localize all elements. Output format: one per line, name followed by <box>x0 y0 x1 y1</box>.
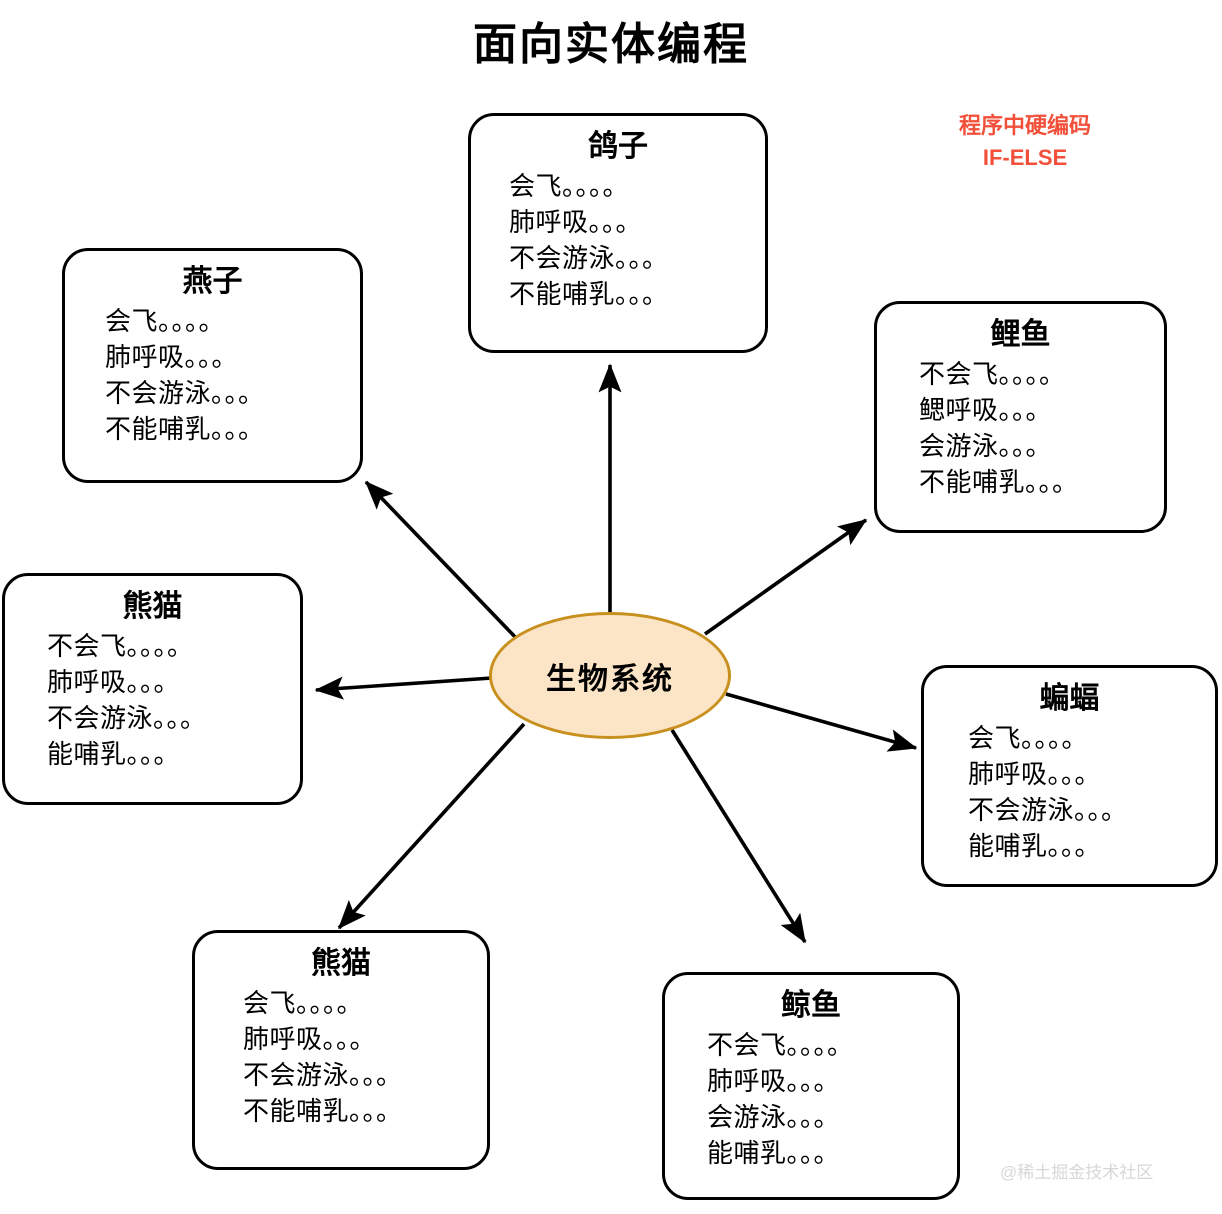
hardcode-note-line-2: IF-ELSE <box>982 144 1068 170</box>
entity-attr-line: 肺呼吸。。。 <box>47 666 181 697</box>
entity-attr-line: 不能哺乳。。。 <box>509 278 669 309</box>
arrow-to-xiongmao-bottom <box>337 722 526 930</box>
entity-attr-line: 不会游泳。。。 <box>509 242 669 273</box>
entity-attr-line: 不会飞。。。。 <box>707 1030 854 1060</box>
arrow-to-yanzi <box>364 480 521 643</box>
entity-attr-line: 不能哺乳。。。 <box>243 1095 403 1126</box>
entity-attr-line: 不能哺乳。。。 <box>919 466 1079 497</box>
entity-box-liyu[interactable]: 鲤鱼 不会飞。。。。 鳃呼吸。。。 会游泳。。。 不能哺乳。。。 <box>874 301 1167 533</box>
arrow-to-xiongmao-left <box>314 676 493 700</box>
entity-attrs: 会飞。。。。 肺呼吸。。。 不会游泳。。。 不能哺乳。。。 <box>65 304 360 448</box>
hardcode-note: 程序中硬编码 IF-ELSE <box>905 110 1145 174</box>
watermark: @稀土掘金技术社区 <box>1000 1163 1154 1182</box>
entity-attr-line: 不会游泳。。。 <box>105 377 265 408</box>
entity-attrs: 不会飞。。。。 肺呼吸。。。 不会游泳。。。 能哺乳。。。 <box>5 629 300 773</box>
entity-attrs: 不会飞。。。。 肺呼吸。。。 会游泳。。。 能哺乳。。。 <box>665 1028 957 1172</box>
entity-attr-line: 能哺乳。。。 <box>47 738 181 769</box>
entity-attr-line: 会飞。。。。 <box>968 723 1089 753</box>
entity-attr-line: 不会飞。。。。 <box>919 359 1066 389</box>
entity-box-bianfu[interactable]: 蝙蝠 会飞。。。。 肺呼吸。。。 不会游泳。。。 能哺乳。。。 <box>921 665 1218 887</box>
entity-attr-line: 肺呼吸。。。 <box>509 206 643 237</box>
entity-attr-line: 肺呼吸。。。 <box>243 1023 377 1054</box>
entity-title: 蝙蝠 <box>1039 682 1100 715</box>
entity-attr-line: 会飞。。。。 <box>105 306 226 336</box>
entity-attr-line: 不会飞。。。。 <box>47 631 194 661</box>
entity-attr-line: 会游泳。。。 <box>707 1101 841 1132</box>
entity-attr-line: 能哺乳。。。 <box>707 1137 841 1168</box>
entity-attr-line: 不能哺乳。。。 <box>105 413 265 444</box>
entity-box-yanzi[interactable]: 燕子 会飞。。。。 肺呼吸。。。 不会游泳。。。 不能哺乳。。。 <box>62 248 363 483</box>
entity-attr-line: 肺呼吸。。。 <box>707 1065 841 1096</box>
hub-node-biological-system[interactable]: 生物系统 <box>489 612 731 739</box>
page-title: 面向实体编程 <box>473 20 749 69</box>
entity-title: 熊猫 <box>122 590 183 623</box>
entity-title: 鸽子 <box>588 130 648 163</box>
entity-title: 熊猫 <box>311 947 371 980</box>
entity-attr-line: 不会游泳。。。 <box>243 1059 403 1090</box>
entity-title: 燕子 <box>182 265 243 298</box>
entity-box-xiongmao-left[interactable]: 熊猫 不会飞。。。。 肺呼吸。。。 不会游泳。。。 能哺乳。。。 <box>2 573 303 805</box>
entity-attrs: 不会飞。。。。 鳃呼吸。。。 会游泳。。。 不能哺乳。。。 <box>877 357 1164 501</box>
hardcode-note-line-1: 程序中硬编码 <box>958 113 1091 138</box>
entity-attrs: 会飞。。。。 肺呼吸。。。 不会游泳。。。 不能哺乳。。。 <box>471 169 765 313</box>
arrow-to-jingyu <box>670 729 807 944</box>
entity-title: 鲤鱼 <box>990 318 1051 351</box>
entity-box-xiongmao-bottom[interactable]: 熊猫 会飞。。。。 肺呼吸。。。 不会游泳。。。 不能哺乳。。。 <box>192 930 490 1170</box>
entity-attr-line: 鳃呼吸。。。 <box>919 394 1053 425</box>
entity-attr-line: 会飞。。。。 <box>243 988 364 1018</box>
entity-attr-line: 会游泳。。。 <box>919 430 1053 461</box>
entity-box-jingyu[interactable]: 鲸鱼 不会飞。。。。 肺呼吸。。。 会游泳。。。 能哺乳。。。 <box>662 972 960 1200</box>
entity-attr-line: 不会游泳。。。 <box>47 702 207 733</box>
entity-attrs: 会飞。。。。 肺呼吸。。。 不会游泳。。。 不能哺乳。。。 <box>195 986 487 1130</box>
entity-attrs: 会飞。。。。 肺呼吸。。。 不会游泳。。。 能哺乳。。。 <box>924 721 1215 865</box>
arrow-to-liyu <box>703 518 868 636</box>
entity-attr-line: 会飞。。。。 <box>509 171 630 201</box>
entity-attr-line: 能哺乳。。。 <box>968 830 1102 861</box>
hub-label: 生物系统 <box>546 662 674 696</box>
arrow-to-bianfu <box>725 692 918 752</box>
entity-box-geizi[interactable]: 鸽子 会飞。。。。 肺呼吸。。。 不会游泳。。。 不能哺乳。。。 <box>468 113 768 353</box>
entity-attr-line: 肺呼吸。。。 <box>105 341 239 372</box>
entity-title: 鲸鱼 <box>781 989 841 1022</box>
entity-attr-line: 肺呼吸。。。 <box>968 758 1102 789</box>
entity-attr-line: 不会游泳。。。 <box>968 794 1128 825</box>
